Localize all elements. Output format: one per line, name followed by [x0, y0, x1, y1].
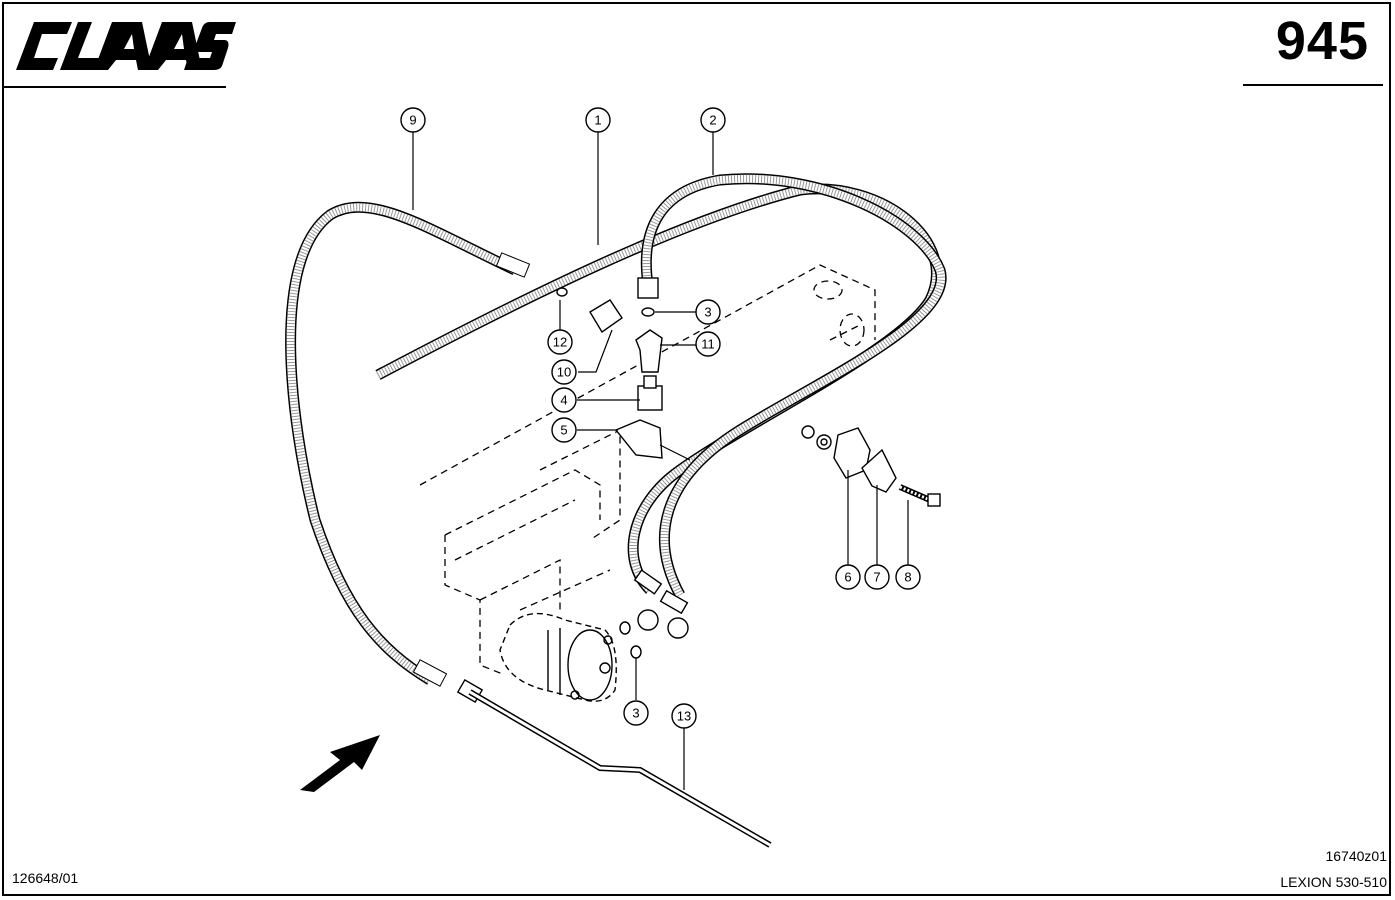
callout-1: 1 — [585, 107, 611, 133]
svg-text:2: 2 — [709, 113, 716, 128]
page-number: 945 — [1275, 11, 1369, 71]
callout-2: 2 — [700, 107, 726, 133]
svg-text:8: 8 — [904, 570, 911, 585]
svg-text:9: 9 — [409, 113, 416, 128]
footer-left-code: 126648/01 — [12, 870, 79, 886]
callout-9: 9 — [400, 107, 426, 133]
svg-text:4: 4 — [560, 393, 567, 408]
svg-text:11: 11 — [701, 337, 715, 352]
header-rule-left — [2, 86, 226, 88]
tee-fitting-11 — [635, 329, 663, 373]
clamp-plate-7 — [861, 448, 897, 493]
o-ring-motor-a — [619, 621, 631, 635]
claas-logo — [16, 22, 236, 70]
footer-model: LEXION 530-510 — [1280, 874, 1387, 890]
callout-10: 10 — [551, 359, 577, 385]
callout-8: 8 — [895, 564, 921, 590]
svg-text:13: 13 — [677, 709, 691, 724]
svg-text:6: 6 — [844, 570, 851, 585]
o-ring-3b — [630, 645, 642, 659]
svg-text:1: 1 — [594, 113, 601, 128]
svg-text:3: 3 — [704, 305, 711, 320]
elbow-5 — [614, 419, 663, 459]
svg-text:3: 3 — [632, 706, 639, 721]
direction-arrow — [300, 735, 380, 792]
bolt-head-8 — [927, 493, 941, 507]
svg-text:5: 5 — [560, 423, 567, 438]
fitting-nut-top — [637, 277, 659, 299]
callout-5: 5 — [551, 417, 577, 443]
o-ring-12 — [556, 287, 568, 297]
hose-2 — [640, 173, 947, 598]
hose-9 — [285, 201, 531, 687]
clamp-parts — [801, 425, 941, 507]
header-rule-right — [1243, 84, 1383, 86]
pipe-13 — [468, 689, 772, 848]
callout-12: 12 — [547, 329, 573, 355]
union-10 — [589, 299, 623, 334]
callout-6: 6 — [835, 564, 861, 590]
o-ring-3a — [641, 307, 655, 317]
leader-lines — [412, 132, 909, 790]
callout-3-bottom: 3 — [623, 700, 649, 726]
callout-13: 13 — [671, 703, 697, 729]
callout-3-top: 3 — [695, 299, 721, 325]
callout-4: 4 — [551, 387, 577, 413]
hydraulic-motor — [499, 612, 617, 702]
nut — [801, 425, 815, 439]
footer-drawing-code: 16740z01 — [1325, 848, 1387, 864]
callout-7: 7 — [864, 564, 890, 590]
svg-text:7: 7 — [873, 570, 880, 585]
svg-text:10: 10 — [557, 365, 571, 380]
adapter-4 — [637, 385, 663, 411]
svg-text:12: 12 — [553, 335, 567, 350]
background-assembly-outline — [419, 264, 876, 676]
callout-11: 11 — [695, 331, 721, 357]
